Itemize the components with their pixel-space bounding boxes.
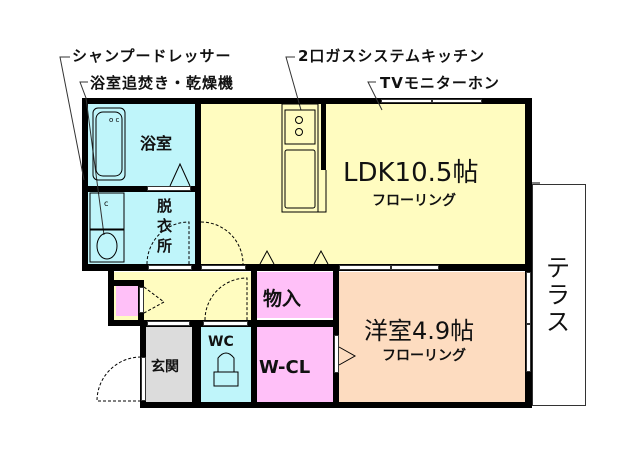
wall	[251, 264, 257, 408]
ldk-floor-label: フローリング	[372, 193, 456, 209]
entrance-label: 玄関	[151, 359, 179, 375]
annotation-shampoo-dresser: シャンプードレッサー	[72, 47, 232, 65]
walk-in-closet-label: W-CL	[259, 357, 311, 378]
window	[381, 99, 432, 103]
wall	[114, 280, 142, 286]
terrace-char: テ	[546, 254, 570, 282]
svg-text:o c: o c	[109, 116, 120, 124]
leader-line	[79, 81, 105, 236]
western-room	[339, 272, 525, 402]
door-opening	[203, 321, 248, 326]
dressing-room-char: 所	[157, 237, 173, 255]
terrace	[532, 184, 586, 406]
window	[526, 272, 531, 324]
dressing-room-char: 衣	[157, 217, 173, 235]
wall	[195, 98, 201, 270]
door-opening	[201, 265, 246, 270]
storage-label: 物入	[263, 288, 302, 310]
dressing-room	[88, 192, 195, 264]
ldk-label: LDK10.5帖	[343, 158, 479, 188]
bathroom-label: 浴室	[140, 134, 173, 153]
walk-in-closet	[257, 327, 333, 402]
ldk	[201, 104, 525, 266]
toilet-label: WC	[208, 334, 234, 350]
entrance	[146, 327, 192, 402]
dressing-room-label: 脱 衣 所	[157, 196, 172, 256]
sliding-door	[339, 265, 391, 270]
annotation-tv-monitor-phone: TVモニターホン	[380, 74, 500, 92]
wall	[321, 98, 326, 170]
western-room-label: 洋室4.9帖	[364, 317, 475, 345]
terrace-char: ス	[546, 308, 570, 336]
bathroom	[88, 104, 195, 188]
door-opening	[147, 186, 191, 191]
window	[432, 99, 482, 103]
door-opening	[147, 321, 190, 326]
leader-line	[285, 56, 302, 111]
sliding-door	[391, 265, 439, 270]
toilet	[201, 327, 251, 402]
annotation-bath-reheat-dryer: 浴室追焚き・乾燥機	[90, 74, 235, 92]
wall	[108, 320, 146, 326]
door-opening	[148, 265, 192, 270]
leader-line	[367, 81, 383, 111]
wall	[82, 264, 532, 271]
western-room-floor-label: フローリング	[382, 348, 466, 364]
dressing-room-char: 脱	[157, 197, 173, 215]
wall	[88, 186, 195, 192]
leader-line	[59, 56, 85, 181]
wall	[82, 98, 532, 104]
shoe-box	[116, 286, 138, 316]
wall	[192, 320, 201, 408]
window	[526, 324, 531, 372]
svg-text:c: c	[104, 199, 108, 208]
door-opening	[139, 287, 144, 313]
wall	[525, 98, 532, 408]
annotation-gas-system-kitchen: 2口ガスシステムキッチン	[298, 47, 485, 65]
terrace-label: テ ラ ス	[546, 255, 570, 336]
wall	[108, 264, 114, 326]
terrace-char: ラ	[546, 281, 570, 309]
wall	[82, 98, 88, 270]
door-opening	[141, 357, 146, 401]
storage	[257, 272, 333, 318]
door-opening	[334, 335, 339, 373]
